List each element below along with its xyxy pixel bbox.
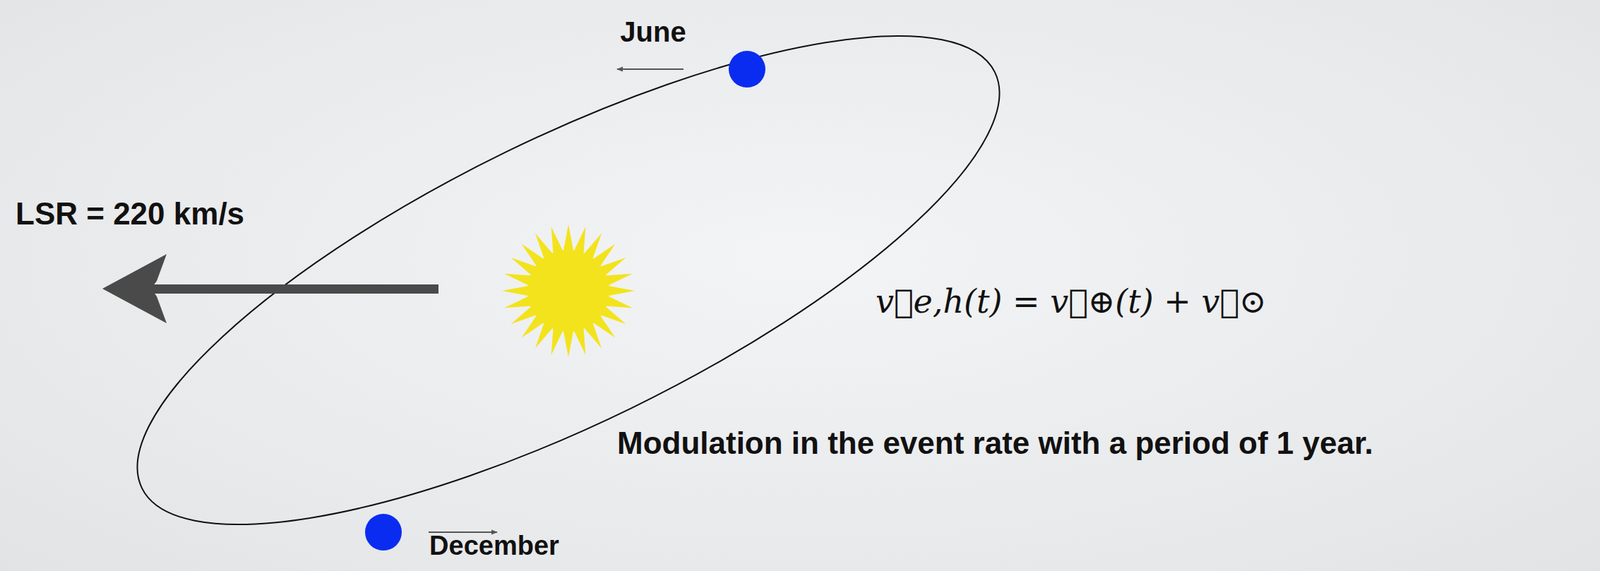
earth-december [365,514,402,551]
sun-rays [502,224,635,358]
note-text: Modulation in the event rate with a peri… [617,425,1374,462]
month-label: December [429,530,560,563]
sun-disk [527,249,610,332]
velocity-label: LSR = 220 km/s [15,196,245,233]
june-direction-arrow [617,68,684,70]
lsr-arrow [102,254,439,324]
month-label: June [619,15,686,49]
velocity-formula: v⃗e,h(t) = v⃗⊕(t) + v⃗⊙ [875,283,1267,321]
earth-june [728,50,766,88]
sun-symbol [502,224,635,358]
